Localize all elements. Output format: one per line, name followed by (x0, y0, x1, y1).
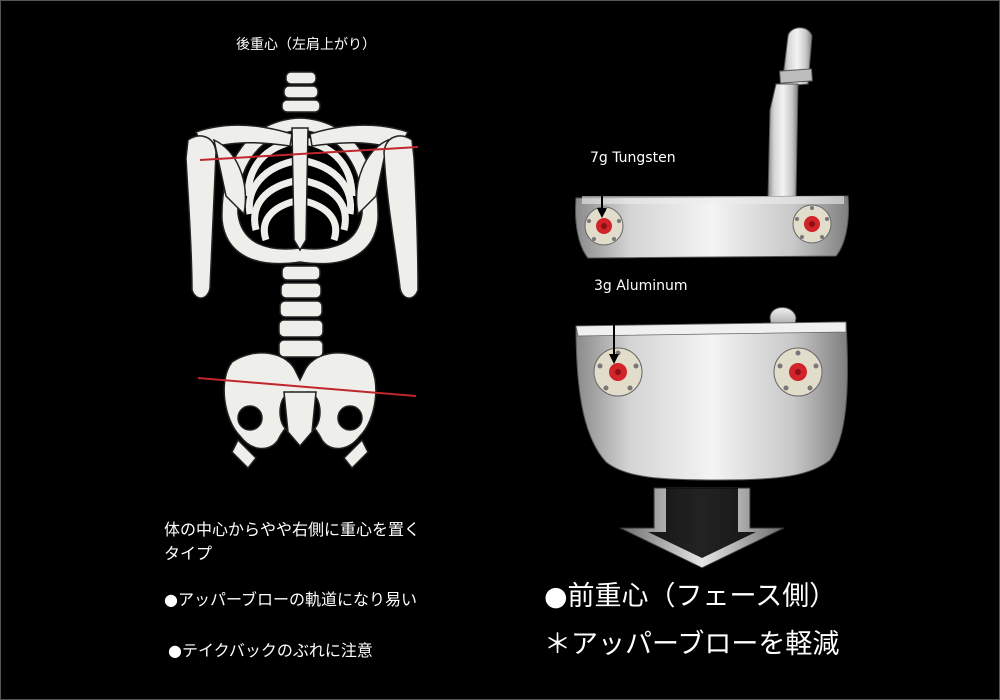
blade-weight-left (584, 206, 624, 246)
skeleton-illustration (185, 71, 419, 470)
upper-arms (185, 135, 419, 299)
skeleton-title: 後重心（左肩上がり） (236, 37, 376, 53)
skeleton-bullet-1: ●アッパーブローの軌道になり易い (164, 590, 418, 609)
skeleton-bullet-2: ●テイクバックのぶれに注意 (168, 641, 373, 660)
putter-heading: ●前重心（フェース側） (544, 581, 837, 612)
mallet-weight-label: 3g Aluminum (594, 278, 688, 294)
hip-tilt-line (197, 377, 417, 397)
blade-weight-right (792, 204, 832, 244)
pelvis (223, 352, 377, 470)
shoulder-tilt-line (199, 146, 419, 161)
blade-weight-label: 7g Tungsten (590, 150, 676, 166)
mallet-weight-right (773, 347, 823, 397)
skeleton-description-line2: タイプ (164, 544, 213, 563)
mallet-putter (575, 298, 848, 481)
mallet-weight-left (593, 347, 643, 397)
skeleton-description-line1: 体の中心からやや右側に重心を置く (164, 520, 421, 539)
blade-putter (575, 27, 849, 259)
putter-subheading: ＊アッパーブローを軽減 (544, 629, 840, 660)
